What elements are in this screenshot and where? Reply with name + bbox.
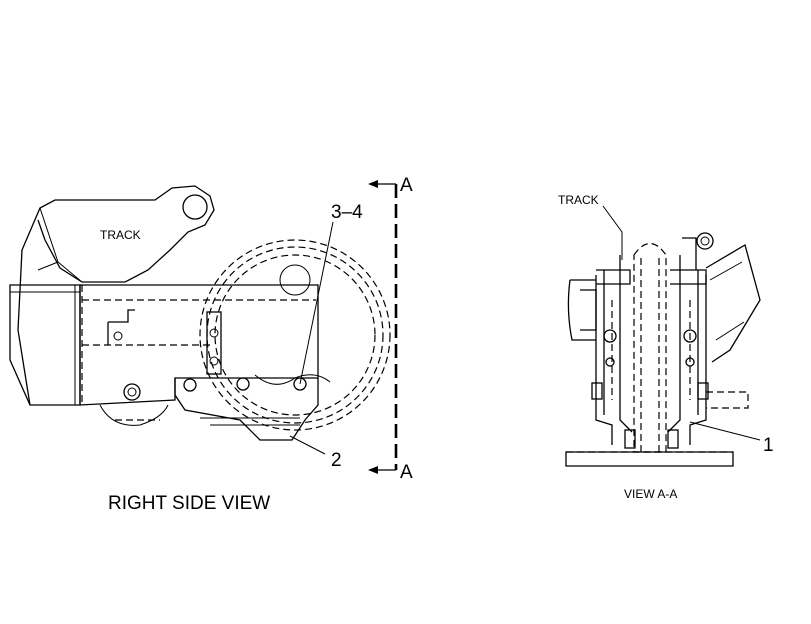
callout-1: 1 bbox=[763, 435, 774, 456]
track-label-left: TRACK bbox=[100, 228, 141, 242]
frame-eye bbox=[182, 194, 208, 220]
plate-slot bbox=[206, 311, 222, 375]
view-a-a-caption: VIEW A-A bbox=[624, 487, 677, 501]
section-arrow-top bbox=[368, 180, 378, 188]
base-rail bbox=[565, 451, 734, 467]
leader-2 bbox=[289, 435, 326, 455]
track-label-right: TRACK bbox=[558, 193, 599, 207]
top-pin bbox=[696, 232, 714, 250]
mounting-bolts bbox=[123, 377, 307, 401]
view-a-a: TRACK 1 VIEW A-A bbox=[558, 193, 774, 501]
section-line-a-a: A A bbox=[368, 175, 413, 483]
section-arrow-bottom bbox=[368, 466, 378, 474]
section-marker-top: A bbox=[400, 175, 413, 196]
right-angled-guard bbox=[705, 244, 761, 363]
callout-2: 2 bbox=[331, 450, 342, 471]
callout-3-4: 3–4 bbox=[331, 202, 363, 223]
right-side-view-caption: RIGHT SIDE VIEW bbox=[108, 493, 270, 514]
right-side-view: TRACK 3–4 2 RIGHT SIDE VIEW bbox=[9, 185, 391, 514]
leader-3-4 bbox=[299, 221, 334, 385]
center-wheel bbox=[633, 242, 667, 453]
frame-outline bbox=[17, 185, 215, 406]
lower-guard bbox=[174, 378, 319, 441]
roller-wheel bbox=[199, 239, 391, 431]
leader-track-right bbox=[602, 205, 623, 260]
view-bolts bbox=[591, 329, 709, 449]
leader-1 bbox=[689, 421, 761, 441]
section-marker-bottom: A bbox=[400, 462, 413, 483]
